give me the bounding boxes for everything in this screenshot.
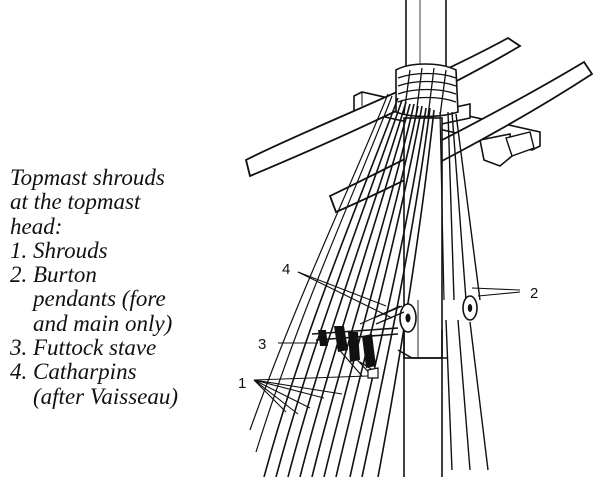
catharpins (359, 305, 405, 325)
caption-title-line-1: Topmast shrouds (10, 165, 165, 190)
callout-1: 1 (238, 375, 246, 392)
caption-item-2-cont-2: and main only) (33, 310, 173, 336)
callout-leaders (253, 271, 521, 415)
futtock-stave (311, 326, 399, 379)
lower-crosstree (328, 60, 594, 214)
topmast (397, 117, 448, 477)
caption-item-4-cont: (after Vaisseau) (33, 383, 179, 409)
callout-2: 2 (530, 285, 538, 302)
caption-item-1: 1. Shrouds (10, 237, 108, 263)
caption-item-2: 2. Burton (10, 262, 97, 288)
callout-4: 4 (282, 261, 290, 278)
pendant-thimbles (399, 295, 478, 333)
burton-pendants (439, 111, 489, 471)
caption-item-4: 4. Catharpins (10, 359, 137, 385)
caption-item-2-cont-1: pendants (fore (33, 286, 166, 312)
caption-item-3: 3. Futtock stave (10, 335, 157, 361)
shrouds (249, 93, 435, 477)
shroud-collar (395, 63, 459, 118)
caption-title-line-2: at the topmast (10, 189, 141, 215)
caption-title-line-3: head: (10, 213, 63, 239)
diagram-caption: Topmast shrouds at the topmast head: 1. … (10, 165, 250, 409)
callout-3: 3 (258, 336, 266, 353)
topgallant-mast (405, 0, 447, 70)
